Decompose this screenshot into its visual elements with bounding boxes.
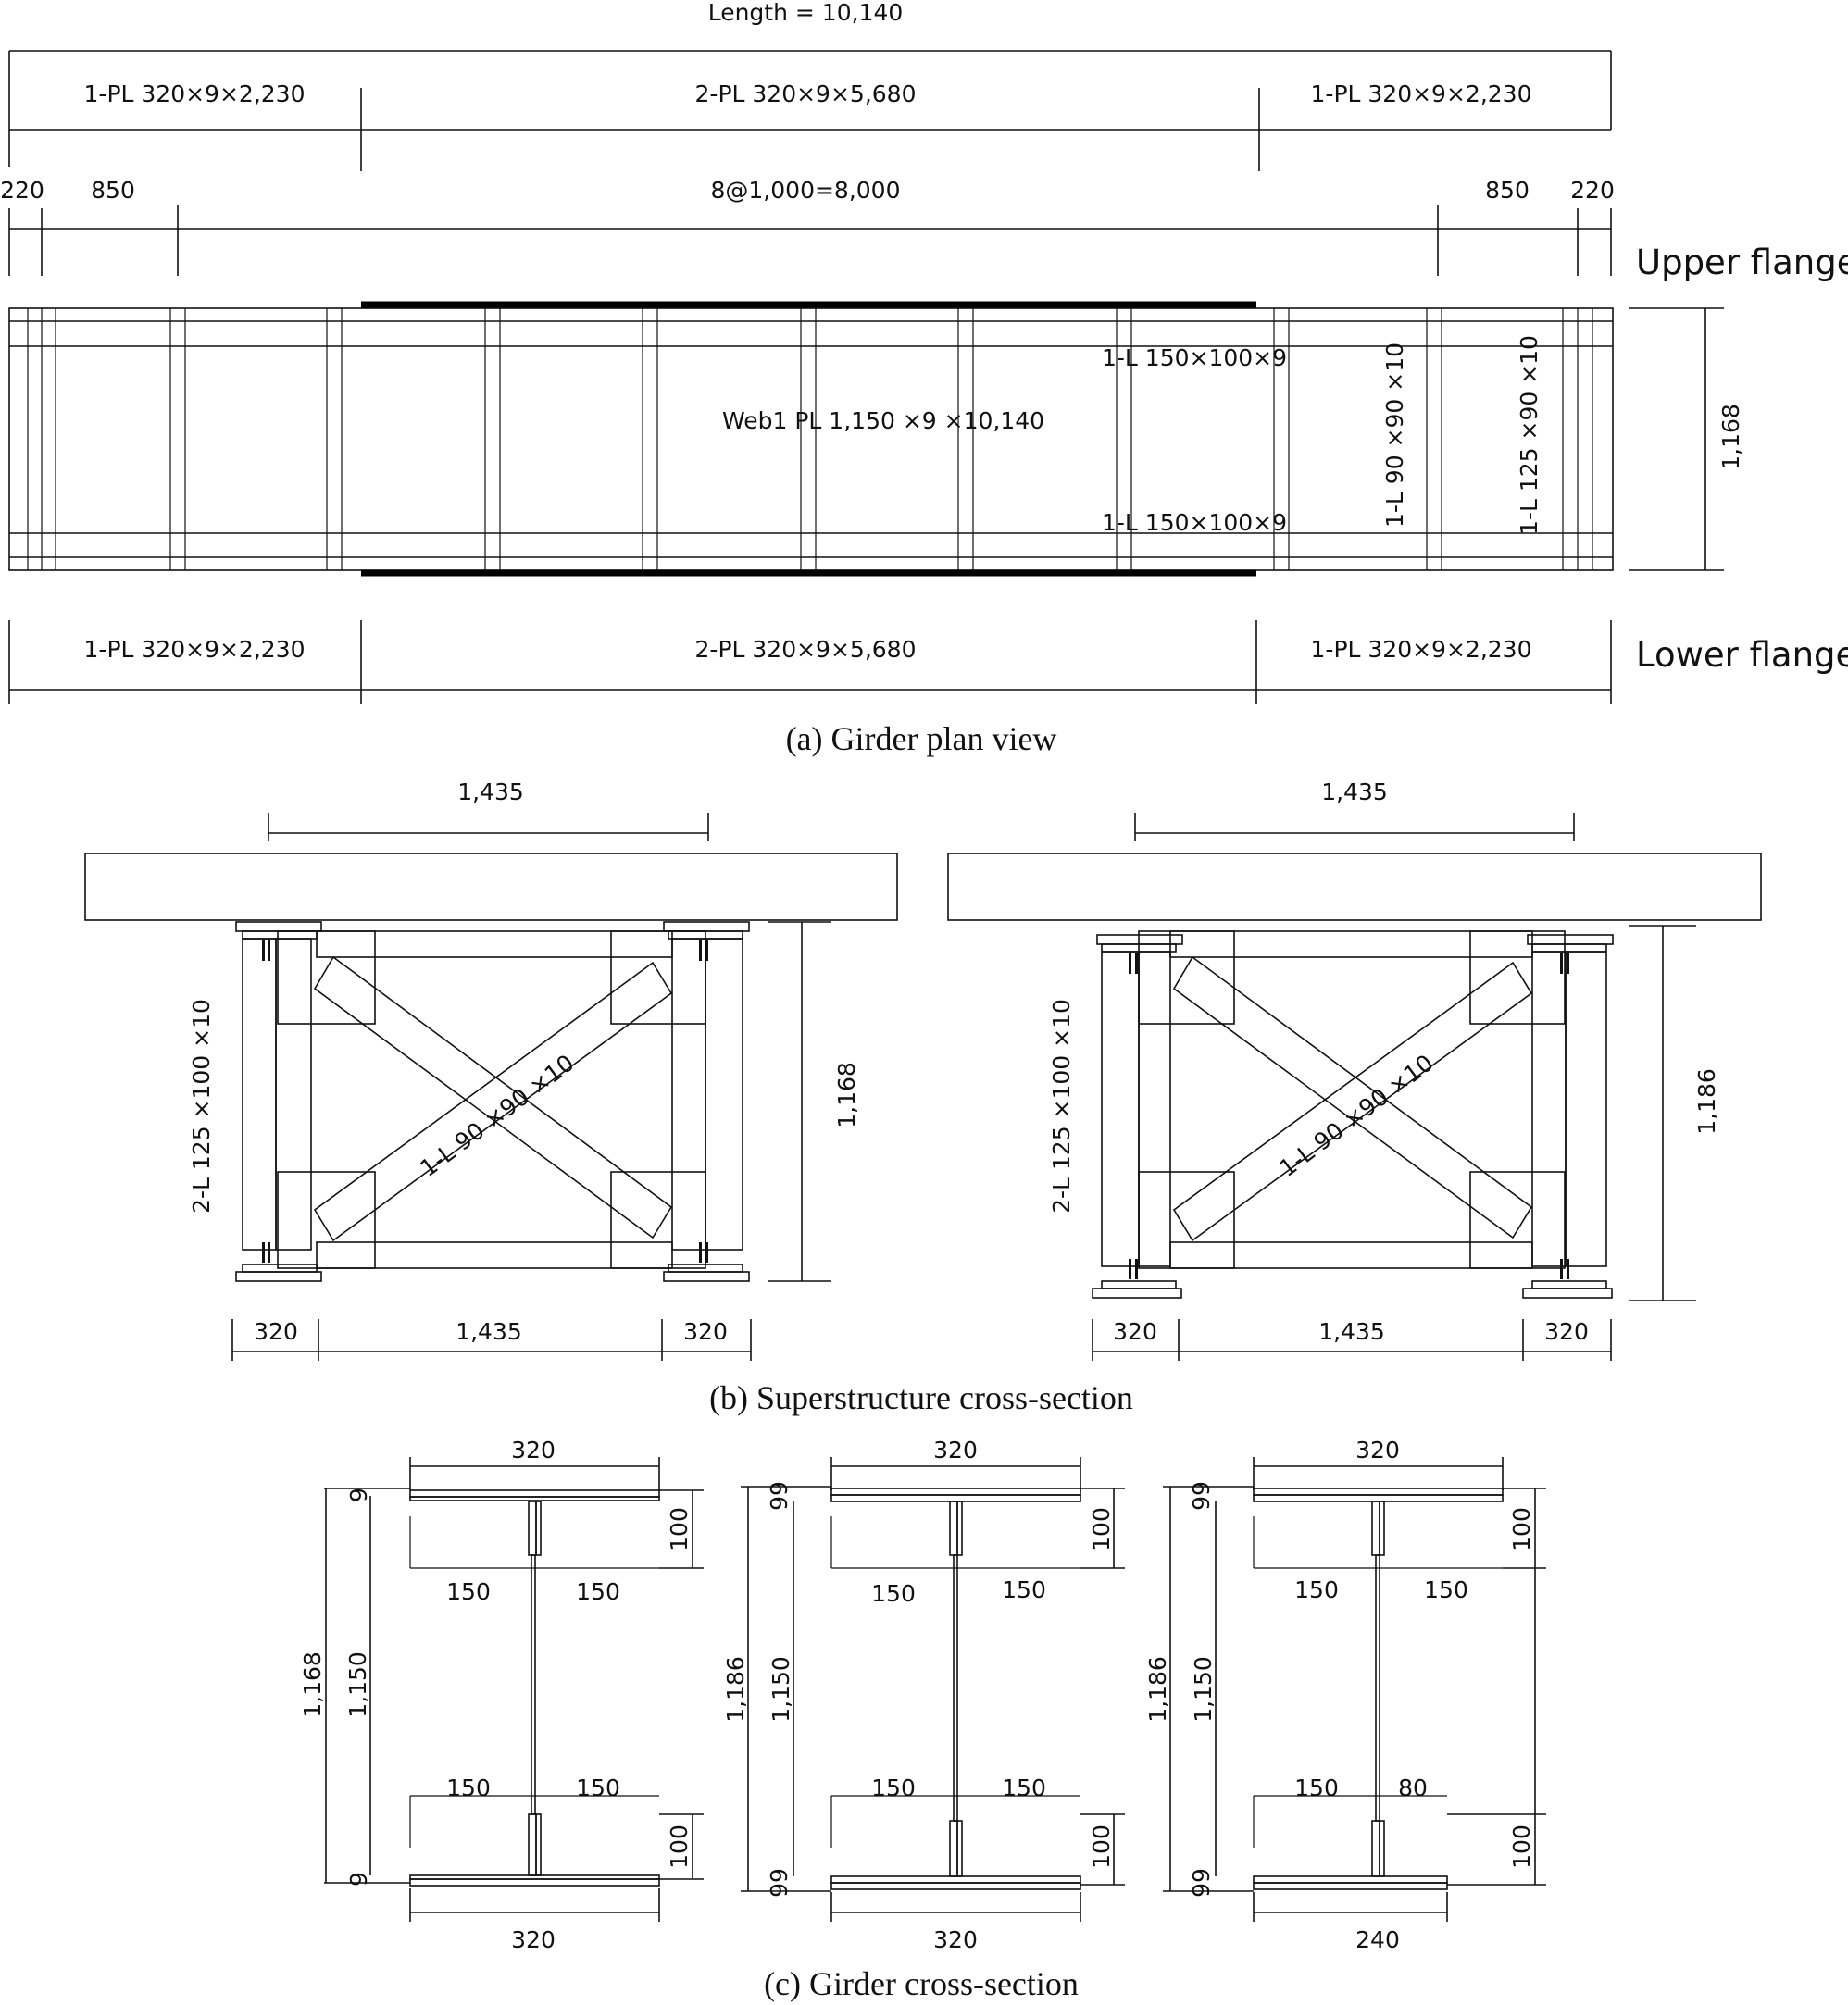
s3-bottom-width: 240 [1355,1926,1400,1953]
lower-plate-label-middle: 2-PL 320×9×5,680 [695,636,917,663]
plan-height-dim: 1,168 [1717,404,1744,470]
s2-flange-t-bottom: 99 [766,1868,793,1898]
left-bottom-dim-1: 320 [254,1318,298,1345]
s1-top-width: 320 [511,1437,556,1463]
angle-label-bottom: 1-L 150×100×9 [1102,509,1287,536]
caption-b: (b) Superstructure cross-section [709,1379,1133,1416]
right-bracing-label: 1-L 90 ×90 ×10 [1274,1049,1438,1182]
s2-upper-leg-right: 150 [1002,1576,1046,1603]
s2-upper-leg-depth: 100 [1088,1507,1115,1551]
s2-total-height: 1,186 [722,1656,749,1723]
s2-flange-t-top: 99 [766,1481,793,1511]
spacing-220-left: 220 [0,177,44,204]
s1-upper-leg-left: 150 [446,1578,491,1605]
caption-c: (c) Girder cross-section [764,1965,1079,2002]
s1-flange-t-bottom: 9 [345,1872,372,1887]
girder-section-1: 320 150 150 150 150 100 100 1,168 1,15 [299,1437,704,1953]
superstructure-right: 1,435 2-L 125 ×100 ×10 1-L [947,778,1762,1361]
web-plate-label: Web1 PL 1,150 ×9 ×10,140 [722,407,1044,434]
lower-plate-label-left: 1-PL 320×9×2,230 [84,636,306,663]
girder-section-3: 320 150 150 150 80 100 100 1,186 1,150 9… [1144,1437,1546,1953]
upper-plate-label-middle: 2-PL 320×9×5,680 [695,81,917,107]
right-top-dim: 1,435 [1321,778,1388,805]
s2-upper-leg-left: 150 [871,1580,916,1607]
s3-upper-leg-depth: 100 [1508,1507,1535,1551]
upper-plate-label-right: 1-PL 320×9×2,230 [1311,81,1532,107]
girder-plan-view: Length = 10,140 1-PL 320×9×2,230 2-PL 32… [0,0,1848,757]
spacing-middle: 8@1,000=8,000 [711,177,901,204]
s1-flange-t-top: 9 [345,1488,372,1502]
s3-lower-leg-depth: 100 [1508,1824,1535,1869]
s3-lower-leg-left: 150 [1294,1775,1339,1801]
right-bottom-dim-3: 320 [1544,1318,1589,1345]
s2-lower-leg-depth: 100 [1088,1824,1115,1869]
upper-plate-label-left: 1-PL 320×9×2,230 [84,81,306,107]
s3-top-width: 320 [1355,1437,1400,1463]
spacing-850-right: 850 [1485,177,1530,204]
s3-web-height: 1,150 [1190,1656,1217,1723]
spacing-850-left: 850 [91,177,135,204]
s1-web-height: 1,150 [344,1651,371,1718]
deck-slab-right [947,853,1762,921]
s1-upper-leg-depth: 100 [666,1507,693,1551]
upper-flange-label: Upper flange [1636,243,1848,282]
s1-lower-leg-left: 150 [446,1775,491,1801]
left-bracing-label: 1-L 90 ×90 ×10 [415,1049,579,1182]
s3-flange-t-bottom: 99 [1188,1868,1215,1898]
s1-total-height: 1,168 [299,1651,326,1718]
left-top-dim: 1,435 [457,778,524,805]
s3-upper-leg-left: 150 [1294,1576,1339,1603]
angle-label-top: 1-L 150×100×9 [1102,344,1287,371]
stiffener-label-2: 1-L 125 ×90 ×10 [1516,335,1542,535]
right-height-dim: 1,186 [1693,1068,1720,1135]
s2-top-width: 320 [933,1437,978,1463]
s1-lower-leg-depth: 100 [666,1824,693,1869]
right-vertical-member-label: 2-L 125 ×100 ×10 [1048,999,1075,1214]
caption-a: (a) Girder plan view [786,720,1057,757]
left-height-dim: 1,168 [833,1062,860,1128]
stiffener-label-1: 1-L 90 ×90 ×10 [1381,342,1408,528]
s1-bottom-width: 320 [511,1926,556,1953]
superstructure-left: 1,435 2-L 125 ×100 ×10 1-L [84,778,898,1361]
left-bottom-dim-3: 320 [683,1318,728,1345]
s2-bottom-width: 320 [933,1926,978,1953]
lower-flange-label: Lower flange [1636,635,1848,675]
s1-upper-leg-right: 150 [576,1578,620,1605]
s2-lower-leg-right: 150 [1002,1775,1046,1801]
s3-total-height: 1,186 [1144,1656,1171,1723]
s3-lower-leg-right: 80 [1398,1775,1428,1801]
right-bottom-dim-1: 320 [1113,1318,1157,1345]
s2-lower-leg-left: 150 [871,1775,916,1801]
s1-lower-leg-right: 150 [576,1775,620,1801]
girder-section-2: 320 150 150 150 150 100 100 1,186 1,150 … [722,1437,1125,1953]
s3-upper-leg-right: 150 [1424,1576,1468,1603]
s3-flange-t-top: 99 [1188,1481,1215,1511]
length-label: Length = 10,140 [708,0,904,26]
s2-web-height: 1,150 [768,1656,794,1723]
left-bottom-dim-2: 1,435 [456,1318,522,1345]
right-bottom-dim-2: 1,435 [1318,1318,1385,1345]
lower-plate-label-right: 1-PL 320×9×2,230 [1311,636,1532,663]
left-vertical-member-label: 2-L 125 ×100 ×10 [188,999,215,1214]
deck-slab-left [84,853,898,921]
spacing-220-right: 220 [1570,177,1615,204]
